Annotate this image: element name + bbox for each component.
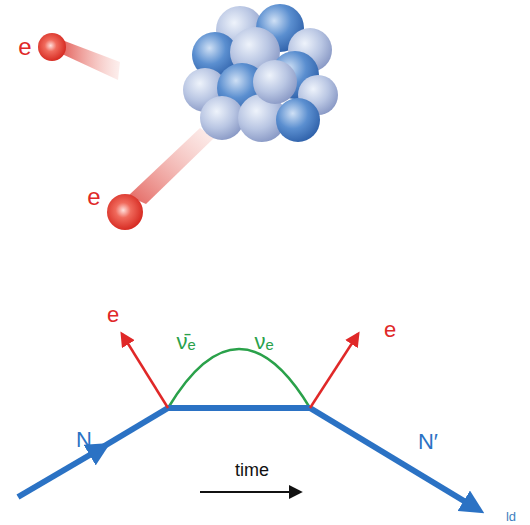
electron-label: e <box>18 35 31 59</box>
nucleus-label: N <box>76 429 92 451</box>
antineutrino-label: ν̄ₑ <box>176 331 195 353</box>
electron <box>107 194 143 230</box>
electron <box>38 33 66 61</box>
watermark: ld <box>506 510 516 523</box>
feynman-diagram <box>18 334 474 507</box>
electron-label: e <box>87 185 100 209</box>
nucleus-label: N′ <box>418 431 438 453</box>
electron-label: e <box>384 319 396 341</box>
axis-label: time <box>235 461 269 479</box>
neutrino-label: νₑ <box>254 331 273 353</box>
electron-label: e <box>107 304 119 326</box>
nucleus <box>183 4 338 142</box>
